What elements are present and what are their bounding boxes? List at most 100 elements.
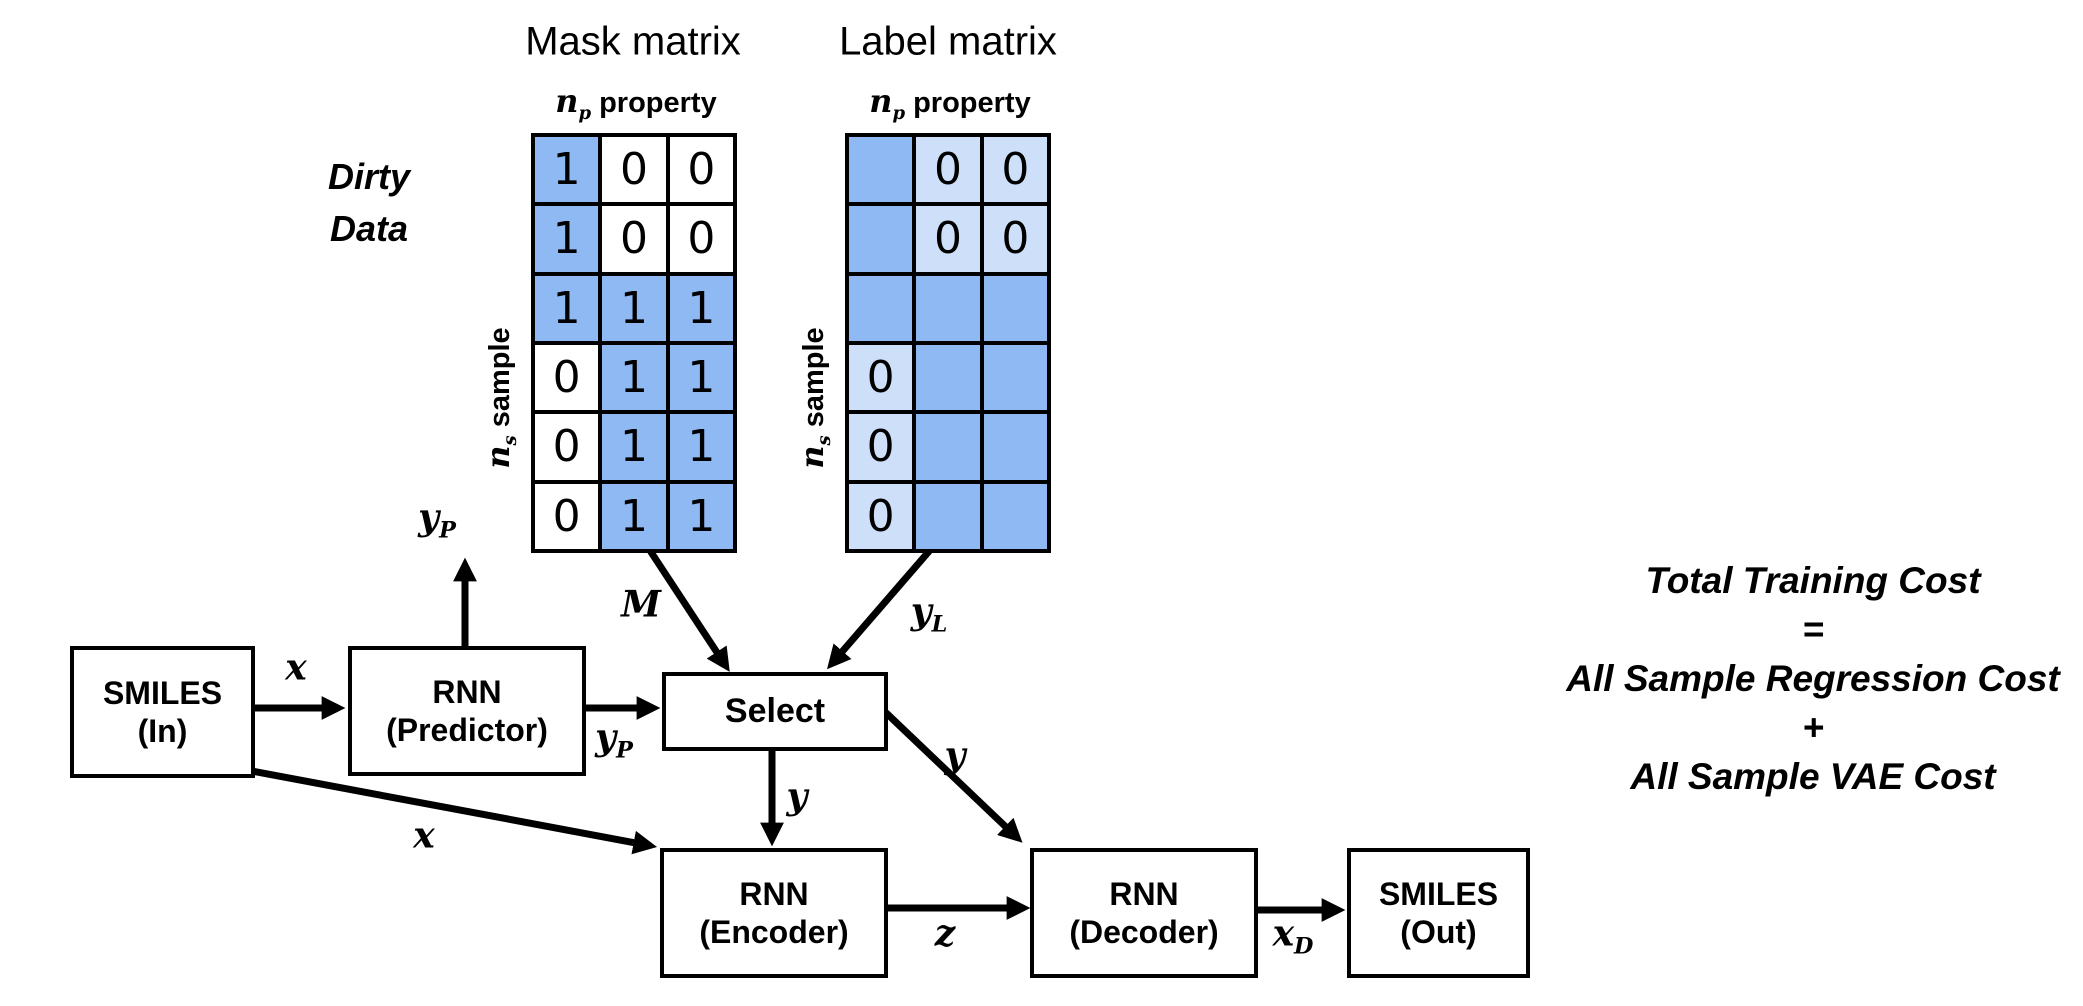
label-cell xyxy=(983,345,1047,411)
smiles-out-line1: SMILES xyxy=(1378,875,1499,912)
select-label: Select xyxy=(724,692,826,731)
mask-cell: 1 xyxy=(535,137,599,203)
label-cell xyxy=(916,275,980,341)
smiles-in-line2: (In) xyxy=(137,713,188,749)
label-cell xyxy=(916,414,980,480)
z-symbol: z xyxy=(934,912,956,955)
label-cell xyxy=(983,275,1047,341)
mask-cell: 0 xyxy=(669,137,733,203)
ns-symbol: n xyxy=(479,445,518,469)
label-cell: 0 xyxy=(983,137,1047,203)
edge-label-yp-out: yP xyxy=(595,716,633,763)
label-sample-axis: ns sample xyxy=(793,327,835,468)
select-box: Select xyxy=(662,672,888,751)
cost-line-5: All Sample VAE Cost xyxy=(1630,756,1996,797)
np-subscript: p xyxy=(578,102,592,124)
yp-out-symbol: y xyxy=(595,716,617,759)
ns-subscript: s xyxy=(499,435,521,446)
label-property-axis: np property xyxy=(869,82,1030,124)
rnn-encoder-line1: RNN xyxy=(739,875,809,912)
ns-symbol: n xyxy=(793,445,832,469)
x-in-symbol: x xyxy=(285,646,307,689)
mask-matrix-grid: 1 0 0 1 0 0 1 1 1 0 1 1 0 1 1 0 1 1 xyxy=(531,133,737,553)
property-word: property xyxy=(599,87,717,120)
x-diag-symbol: x xyxy=(413,814,435,857)
mask-cell: 1 xyxy=(669,483,733,549)
edge-label-y-down: y xyxy=(787,775,808,822)
yp-up-symbol: y xyxy=(418,496,440,539)
mask-cell: 0 xyxy=(535,483,599,549)
rnn-decoder-line1: RNN xyxy=(1109,875,1179,912)
edge-label-x-diag: x xyxy=(413,814,434,861)
smiles-in-line1: SMILES xyxy=(102,674,223,711)
edge-label-xd: xD xyxy=(1273,912,1314,959)
cost-line-2: = xyxy=(1802,609,1824,650)
smiles-out-line2: (Out) xyxy=(1400,914,1477,950)
edge-label-y-diag: y xyxy=(945,734,966,781)
rnn-encoder-box: RNN (Encoder) xyxy=(660,848,888,978)
label-cell: 0 xyxy=(849,483,913,549)
cost-line-4: + xyxy=(1802,707,1824,748)
label-cell: 0 xyxy=(983,206,1047,272)
arrow-mask-to-select xyxy=(646,547,730,672)
edge-label-x-in: x xyxy=(285,646,306,693)
yp-up-sub: P xyxy=(439,517,456,544)
np-symbol: n xyxy=(869,82,893,121)
mask-cell: 0 xyxy=(602,137,666,203)
label-cell xyxy=(916,345,980,411)
rnn-decoder-line2: (Decoder) xyxy=(1069,914,1219,950)
mask-cell: 1 xyxy=(535,275,599,341)
edge-label-yp-up: yP xyxy=(418,496,456,543)
np-subscript: p xyxy=(892,102,906,124)
mask-sample-axis: ns sample xyxy=(479,327,521,468)
mask-cell: 1 xyxy=(669,345,733,411)
mask-cell: 1 xyxy=(669,275,733,341)
mask-cell: 1 xyxy=(602,414,666,480)
smiles-in-box: SMILES (In) xyxy=(70,646,255,778)
smiles-out-box: SMILES (Out) xyxy=(1347,848,1530,978)
dirty-data-line2: Data xyxy=(329,208,409,249)
label-cell: 0 xyxy=(849,345,913,411)
edge-label-z: z xyxy=(935,912,955,959)
np-symbol: n xyxy=(555,82,579,121)
xd-symbol: x xyxy=(1272,912,1295,955)
mask-cell: 1 xyxy=(602,275,666,341)
mask-cell: 1 xyxy=(602,345,666,411)
label-cell xyxy=(849,275,913,341)
rnn-encoder-line2: (Encoder) xyxy=(699,914,849,950)
mask-cell: 1 xyxy=(602,483,666,549)
label-matrix-title: Label matrix xyxy=(839,19,1057,64)
rnn-decoder-box: RNN (Decoder) xyxy=(1030,848,1258,978)
mask-property-axis: np property xyxy=(555,82,716,124)
edge-label-yl: yL xyxy=(911,590,948,637)
rnn-predictor-box: RNN (Predictor) xyxy=(348,646,586,776)
label-matrix-grid: 0 0 0 0 0 0 0 xyxy=(845,133,1051,553)
arrow-x-to-encoder xyxy=(245,766,658,855)
yl-symbol: y xyxy=(910,590,932,633)
m-symbol: M xyxy=(621,583,661,626)
cost-line-1: Total Training Cost xyxy=(1645,560,1981,601)
label-cell xyxy=(916,483,980,549)
label-cell: 0 xyxy=(916,206,980,272)
mask-cell: 0 xyxy=(669,206,733,272)
label-cell: 0 xyxy=(916,137,980,203)
yl-sub: L xyxy=(931,611,948,638)
label-cell xyxy=(849,206,913,272)
label-cell xyxy=(849,137,913,203)
property-word: property xyxy=(913,87,1031,120)
mask-cell: 0 xyxy=(535,345,599,411)
rnn-predictor-line1: RNN xyxy=(432,673,502,710)
mask-cell: 1 xyxy=(535,206,599,272)
y-down-symbol: y xyxy=(786,775,808,818)
yp-out-sub: P xyxy=(616,737,633,764)
cost-line-3: All Sample Regression Cost xyxy=(1566,658,2060,699)
sample-word: sample xyxy=(484,327,517,428)
xd-sub: D xyxy=(1294,933,1314,960)
edge-label-m: M xyxy=(621,583,661,630)
mask-matrix-title: Mask matrix xyxy=(525,19,741,64)
sample-word: sample xyxy=(798,327,831,428)
label-cell xyxy=(983,414,1047,480)
mask-cell: 0 xyxy=(535,414,599,480)
